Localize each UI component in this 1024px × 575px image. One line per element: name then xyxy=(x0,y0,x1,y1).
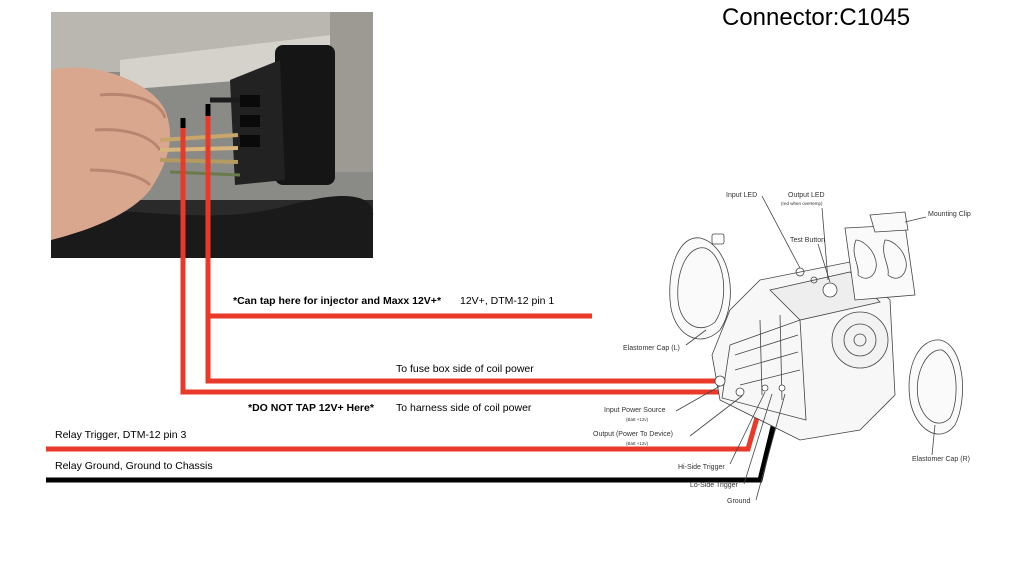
hi-side-trigger-callout: Hi-Side Trigger xyxy=(678,464,725,471)
elastomer-cap-right-callout: Elastomer Cap (R) xyxy=(912,456,970,463)
harness-label: To harness side of coil power xyxy=(396,402,532,414)
relay-ground-label: Relay Ground, Ground to Chassis xyxy=(55,460,213,472)
can-tap-label: *Can tap here for injector and Maxx 12V+… xyxy=(233,295,442,307)
output-power-callout: Output (Power To Device) xyxy=(593,431,674,438)
relay-trigger-label: Relay Trigger, DTM-12 pin 3 xyxy=(55,429,187,441)
harness-side-wire xyxy=(180,128,740,395)
output-power-note: (Batt +12v) xyxy=(626,441,649,446)
fuse-box-label: To fuse box side of coil power xyxy=(396,363,534,375)
test-button-callout: Test Button xyxy=(790,237,826,244)
lo-side-trigger-callout: Lo-Side Trigger xyxy=(690,482,738,489)
input-power-source-callout: Input Power Source xyxy=(604,407,666,414)
connector-title: Connector:C1045 xyxy=(722,4,911,31)
input-led-callout: Input LED xyxy=(726,192,758,199)
fuse-box-side-wire xyxy=(205,116,722,384)
relay-device-drawing xyxy=(669,195,963,501)
output-led-note: (red when overtemp) xyxy=(781,201,823,206)
connector-photo xyxy=(51,12,374,258)
mounting-clip-callout: Mounting Clip xyxy=(928,211,971,218)
ground-callout: Ground xyxy=(727,498,751,505)
do-not-tap-label: *DO NOT TAP 12V+ Here* xyxy=(248,402,374,414)
dtm-pin1-label: 12V+, DTM-12 pin 1 xyxy=(460,295,555,307)
elastomer-cap-left-callout: Elastomer Cap (L) xyxy=(623,345,680,352)
input-power-note: (Batt +12v) xyxy=(626,417,649,422)
output-led-callout: Output LED xyxy=(788,192,825,199)
